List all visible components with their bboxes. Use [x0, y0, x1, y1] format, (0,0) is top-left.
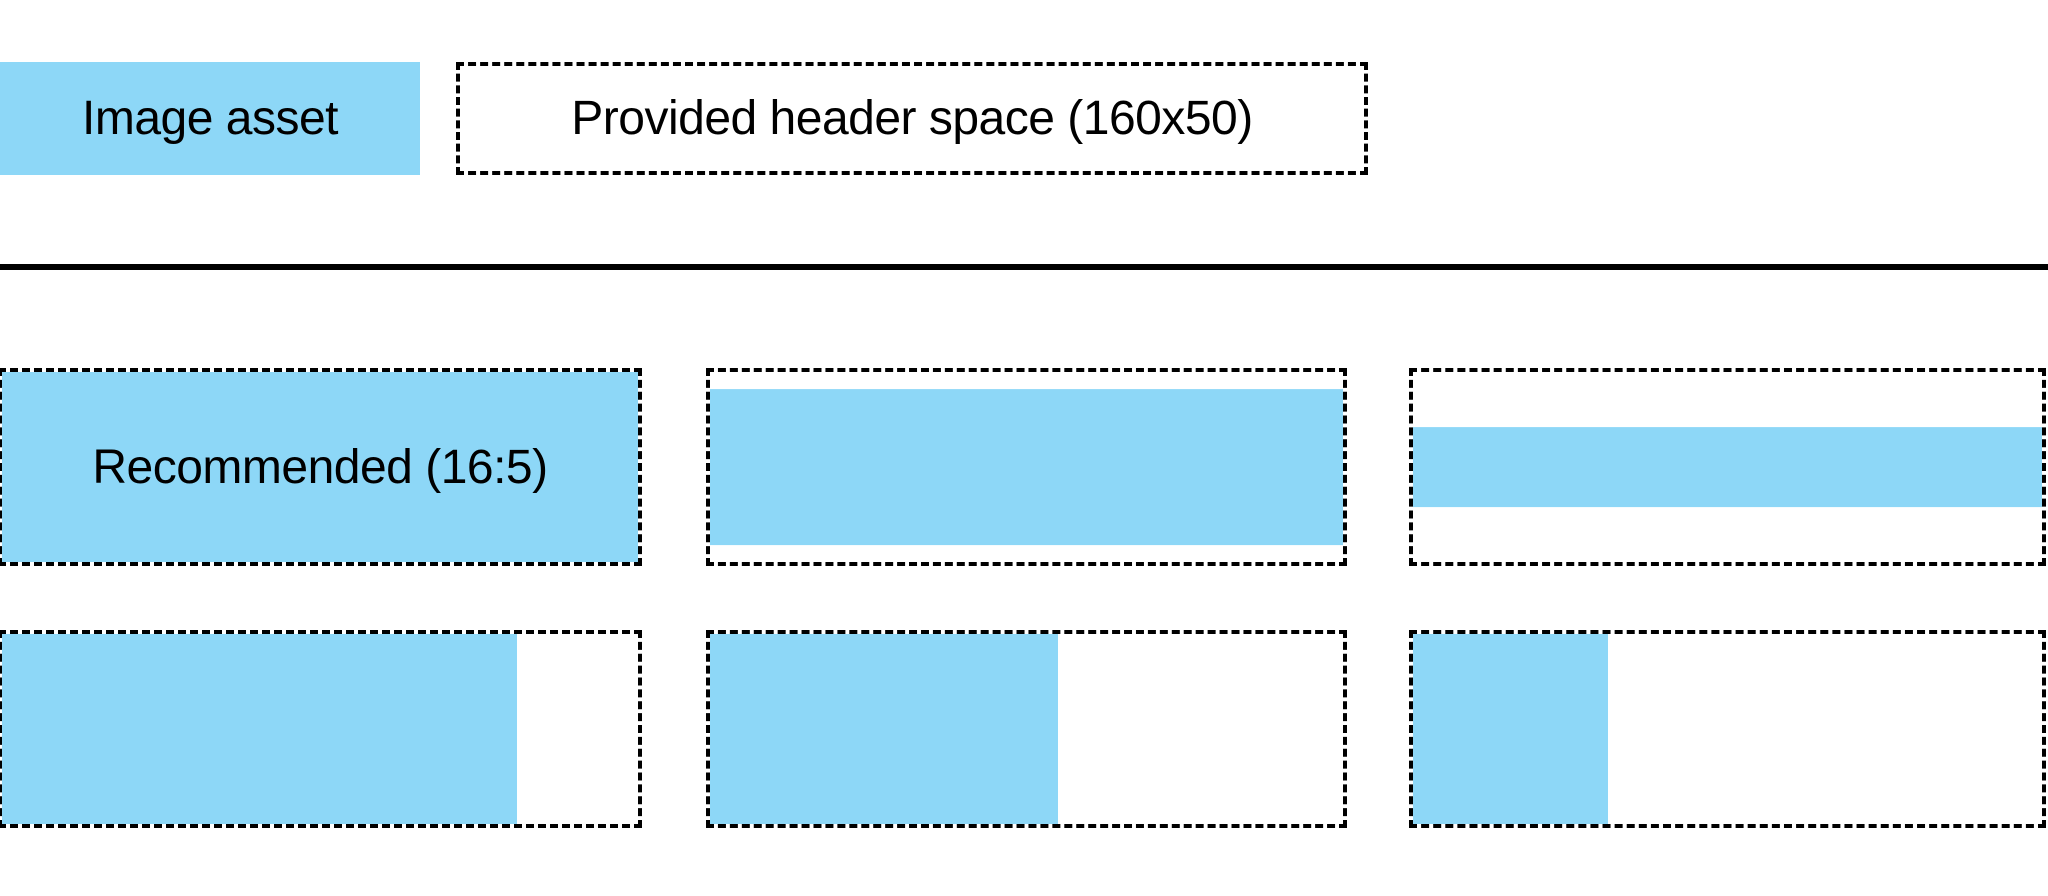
image-asset-fill — [1413, 427, 2042, 507]
legend-header-space-box: Provided header space (160x50) — [456, 62, 1368, 175]
example-cell-ultrawide-letterbox — [1409, 368, 2046, 566]
header-space-area: Recommended (16:5) — [2, 372, 638, 562]
example-cell-wide-pillarbox — [0, 630, 642, 828]
section-divider — [0, 264, 2048, 270]
image-asset-fill — [1413, 634, 1608, 824]
header-space-area — [710, 372, 1343, 562]
image-asset-fill — [2, 634, 518, 824]
legend-image-asset-label: Image asset — [82, 92, 338, 145]
legend-image-asset-swatch: Image asset — [0, 62, 420, 175]
example-cell-wide-letterbox — [706, 368, 1347, 566]
example-cell-recommended: Recommended (16:5) — [0, 368, 642, 566]
header-space-area — [710, 634, 1343, 824]
header-space-area — [1413, 634, 2042, 824]
example-cell-narrow-pillarbox — [1409, 630, 2046, 828]
header-space-area — [1413, 372, 2042, 562]
image-asset-fill — [2, 372, 638, 562]
image-asset-fill — [710, 389, 1343, 545]
legend-header-space-label: Provided header space (160x50) — [571, 92, 1253, 145]
header-space-area — [2, 634, 638, 824]
example-cell-medium-pillarbox — [706, 630, 1347, 828]
image-asset-fill — [710, 634, 1059, 824]
